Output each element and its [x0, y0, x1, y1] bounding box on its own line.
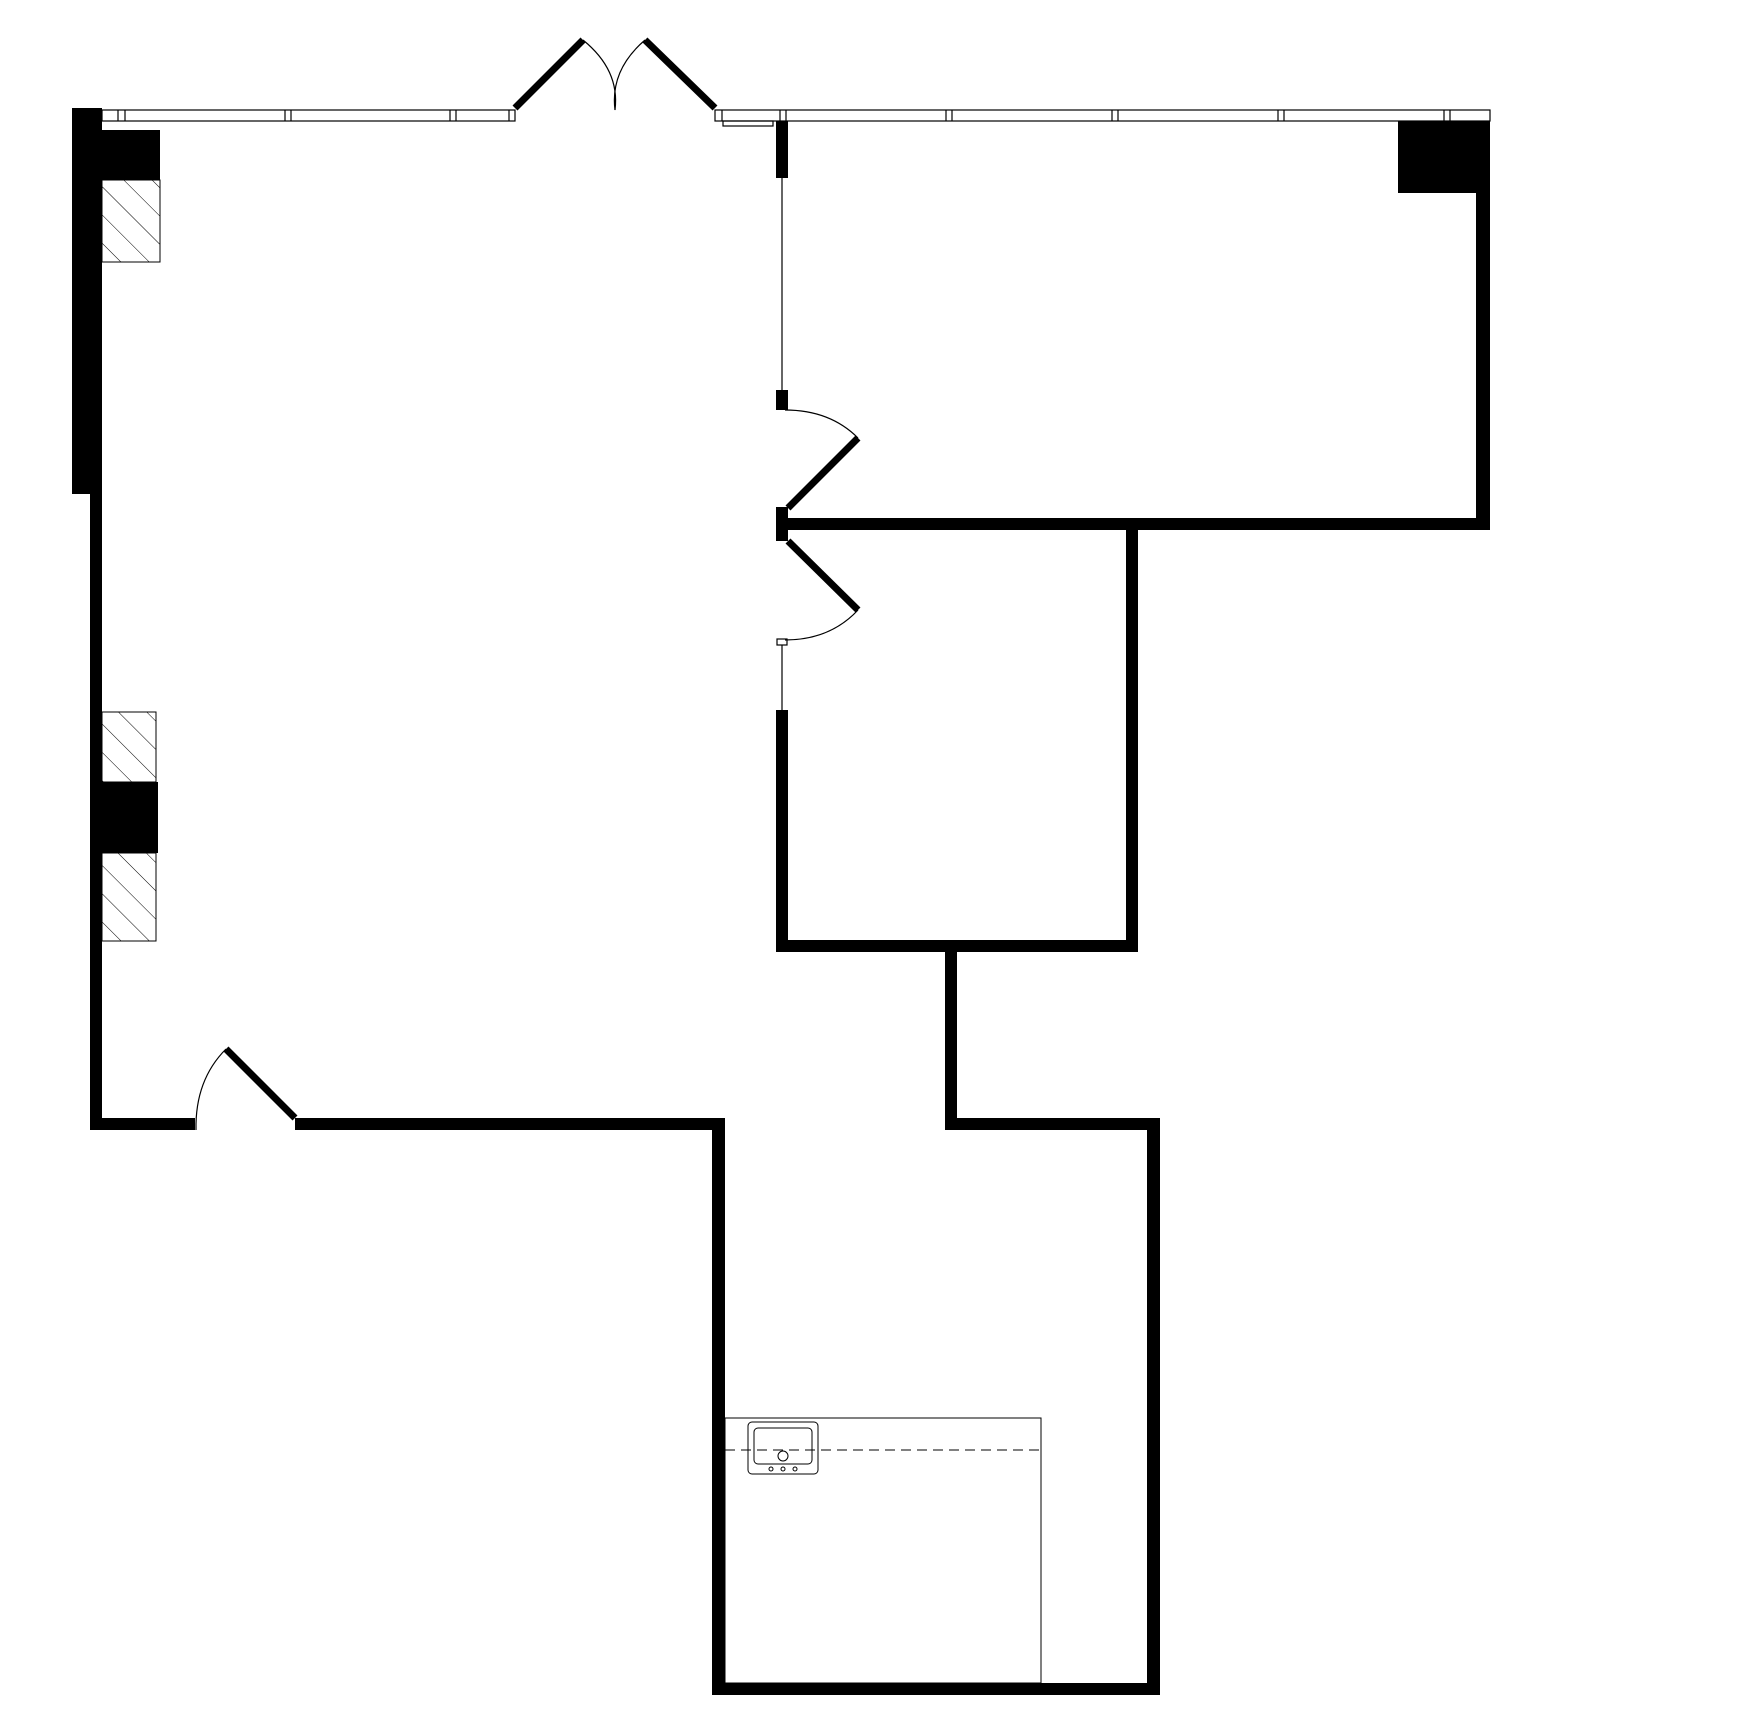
hall-wall [945, 942, 957, 1130]
kitchen-left-wall [712, 1118, 725, 1695]
bottom-left-wall-a [90, 1118, 195, 1130]
partition-top [776, 118, 788, 178]
kitchen-top-wall [945, 1118, 1160, 1130]
upper-room-bottom-wall [788, 518, 1490, 530]
window-mullions [117, 110, 1451, 121]
hatched-columns [101, 179, 161, 942]
walls [72, 108, 1490, 1695]
kitchen-bottom-wall [712, 1683, 1160, 1695]
partition-block-a [776, 390, 788, 410]
hatch-pattern-icon [101, 711, 157, 783]
doors [195, 37, 861, 1131]
door-swing-icon [784, 409, 861, 511]
door-stop [776, 638, 788, 646]
door-swing-icon [784, 538, 861, 641]
hatch-pattern-icon [101, 179, 161, 263]
column-left-mid [90, 782, 158, 853]
hatch-pattern-icon [101, 852, 157, 942]
left-exterior-wall-thick [72, 108, 102, 494]
kitchen-right-wall [1147, 1118, 1160, 1695]
upper-room-right-wall [1476, 118, 1490, 530]
mid-room-left-wall [776, 710, 788, 952]
column-left-top [102, 130, 160, 180]
double-door-icon [512, 37, 718, 111]
window-left [101, 109, 516, 122]
kitchen-counter [724, 1417, 1042, 1684]
sink-icon [747, 1421, 819, 1475]
mid-room-bottom-wall [776, 940, 1138, 952]
partition-block-b [776, 507, 788, 541]
bottom-left-wall-b [295, 1118, 725, 1130]
mid-room-right-wall [1126, 518, 1138, 952]
window-right [714, 109, 1491, 122]
door-swing-icon [195, 1046, 298, 1131]
column-top-right [1398, 118, 1490, 193]
thin-lines [101, 109, 1491, 710]
